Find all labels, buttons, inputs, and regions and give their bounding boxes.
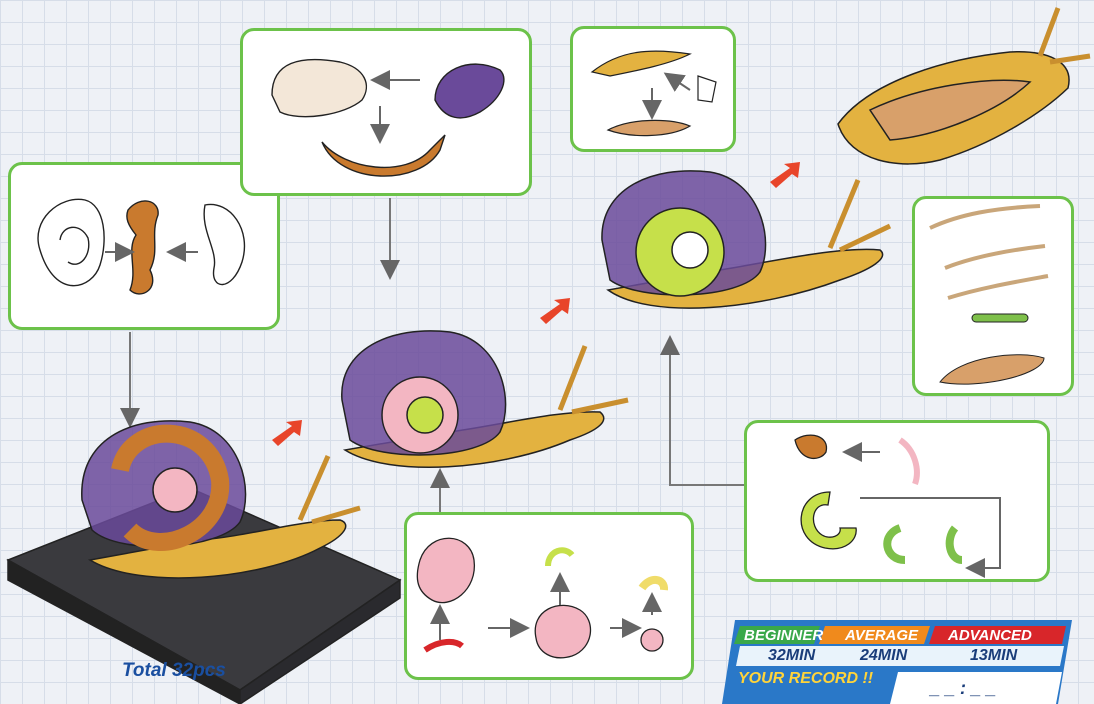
level-beginner-time: 32MIN (768, 647, 815, 665)
level-average-time: 24MIN (860, 647, 907, 665)
level-advanced-time: 13MIN (970, 647, 1017, 665)
level-average-label: AVERAGE (845, 627, 918, 644)
level-advanced-label: ADVANCED (948, 627, 1032, 644)
record-entry-field[interactable]: _ _ : _ _ (930, 678, 996, 699)
level-beginner-label: BEGINNER (744, 627, 823, 644)
your-record-label: YOUR RECORD !! (738, 670, 873, 688)
